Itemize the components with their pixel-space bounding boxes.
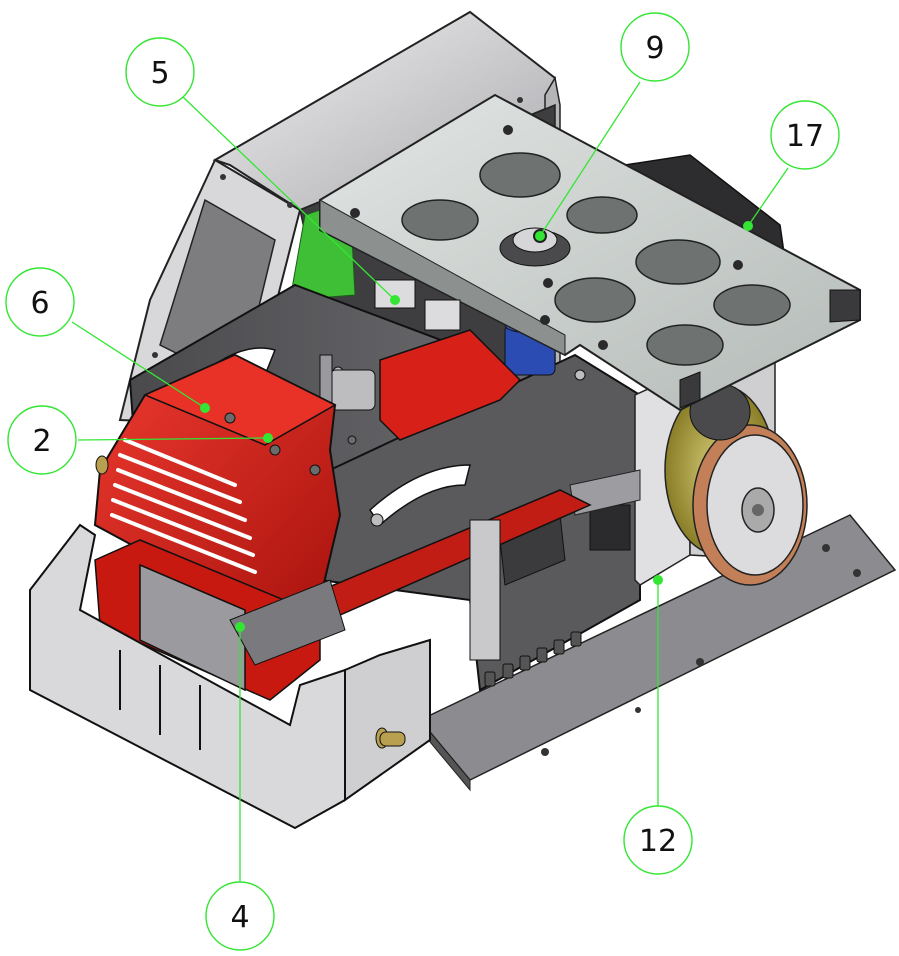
point-17 bbox=[743, 221, 753, 231]
bolt-row bbox=[484, 631, 582, 687]
callout-label-5: 5 bbox=[150, 56, 169, 91]
callout-5: 5 bbox=[125, 37, 195, 107]
thermostat bbox=[499, 227, 571, 267]
motor-drum bbox=[664, 383, 808, 586]
callout-points bbox=[200, 221, 753, 632]
leader-9 bbox=[539, 81, 641, 237]
point-12 bbox=[653, 575, 663, 585]
point-4 bbox=[235, 622, 245, 632]
callout-6: 6 bbox=[5, 267, 75, 337]
callout-leaders bbox=[71, 81, 789, 897]
callout-bubbles: 5 9 17 6 2 12 4 bbox=[5, 12, 840, 951]
callout-2: 2 bbox=[7, 405, 77, 475]
point-6 bbox=[200, 403, 210, 413]
top-panel bbox=[319, 93, 861, 412]
point-9 bbox=[535, 231, 545, 241]
callout-12: 12 bbox=[623, 805, 693, 875]
callout-label-2: 2 bbox=[32, 424, 51, 459]
callout-label-4: 4 bbox=[230, 900, 249, 935]
red-rail bbox=[308, 489, 592, 661]
callout-17: 17 bbox=[770, 100, 840, 170]
leader-6 bbox=[71, 321, 206, 409]
callout-label-9: 9 bbox=[645, 31, 664, 66]
leader-17 bbox=[747, 167, 789, 227]
point-5 bbox=[390, 295, 400, 305]
leader-5 bbox=[182, 96, 396, 301]
callout-4: 4 bbox=[205, 881, 275, 951]
callout-label-6: 6 bbox=[30, 286, 49, 321]
leader-2 bbox=[77, 437, 269, 441]
point-2 bbox=[263, 433, 273, 443]
callout-9: 9 bbox=[620, 12, 690, 82]
callout-label-17: 17 bbox=[786, 119, 824, 154]
front-guard bbox=[29, 455, 431, 830]
callout-label-12: 12 bbox=[639, 824, 677, 859]
lower-red-block bbox=[94, 539, 346, 701]
